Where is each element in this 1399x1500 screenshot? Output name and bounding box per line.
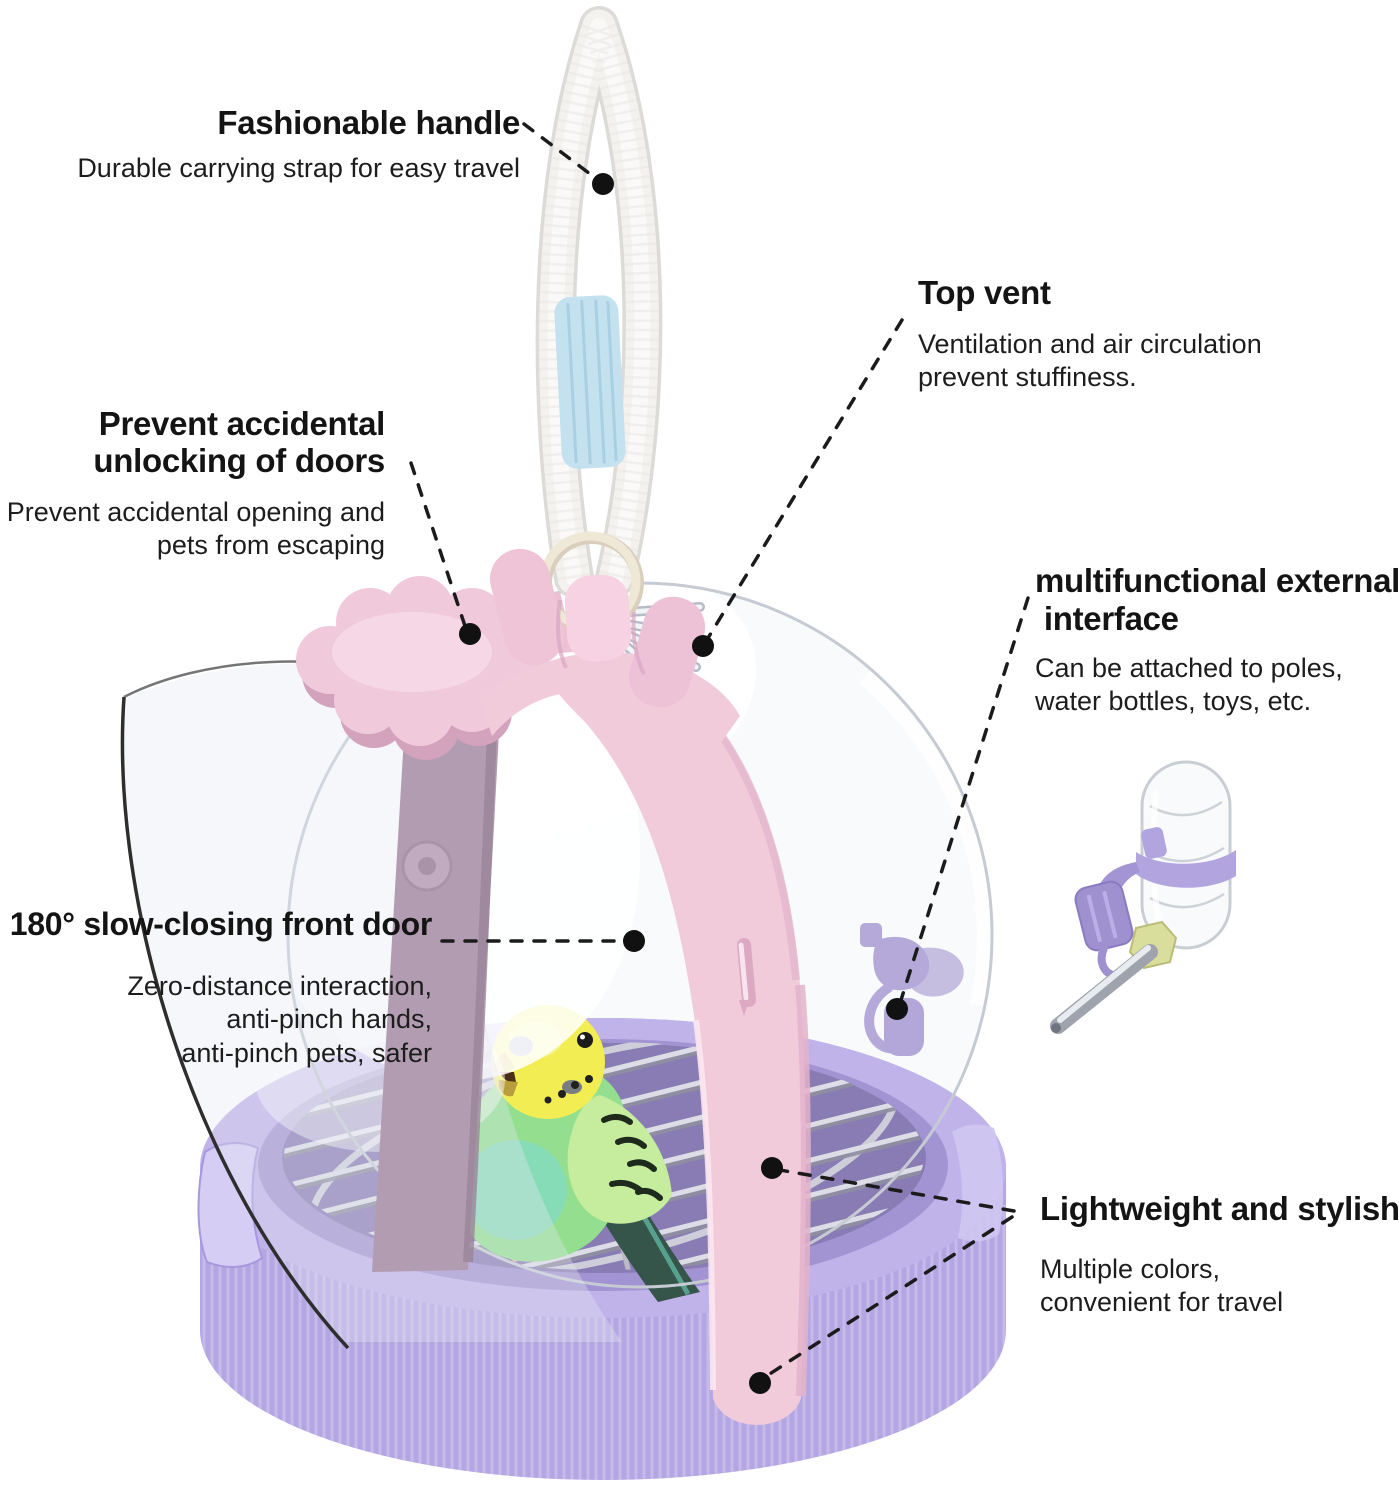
callout-handle-description: Durable carrying strap for easy travel bbox=[77, 152, 520, 183]
callout-lightweight-title: Lightweight and stylish bbox=[1040, 1190, 1399, 1227]
callout-door-lock: Prevent accidental unlocking of doors Pr… bbox=[0, 405, 386, 563]
callout-door-lock-description: Prevent accidental opening and pets from… bbox=[6, 496, 385, 561]
strap-slot bbox=[737, 938, 756, 1016]
callout-external-interface-title: multifunctional external interface bbox=[1035, 562, 1399, 637]
strap-top-hook bbox=[480, 548, 740, 762]
budgie-bird bbox=[454, 1005, 700, 1302]
callout-line-lightweight-upper bbox=[778, 1168, 1016, 1213]
callout-lightweight-description: Multiple colors, convenient for travel bbox=[1040, 1253, 1284, 1318]
callout-front-door: 180° slow-closing front door Zero-distan… bbox=[0, 906, 433, 1070]
callout-top-vent-description: Ventilation and air circulation prevent … bbox=[918, 328, 1262, 393]
base-handle-notch-right bbox=[952, 1124, 1004, 1242]
callout-dot-front-door bbox=[623, 930, 645, 952]
base-handle-notch-left bbox=[197, 1142, 264, 1268]
front-door-panel bbox=[120, 660, 622, 1350]
callout-front-door-title: 180° slow-closing front door bbox=[9, 906, 433, 942]
callout-external-interface-description: Can be attached to poles, water bottles,… bbox=[1035, 652, 1343, 717]
callout-line-handle bbox=[522, 122, 596, 179]
callout-line-lightweight-lower bbox=[763, 1215, 1014, 1379]
water-bottle-accessory bbox=[1050, 760, 1236, 1034]
callout-dot-lightweight-upper bbox=[761, 1157, 783, 1179]
callout-top-vent-title: Top vent bbox=[918, 274, 1051, 311]
callout-door-lock-title: Prevent accidental unlocking of doors bbox=[93, 405, 385, 479]
callout-lightweight: Lightweight and stylish Multiple colors,… bbox=[1040, 1190, 1399, 1320]
door-hinge-strap bbox=[372, 607, 548, 1272]
callout-line-interface bbox=[899, 596, 1030, 1002]
callout-lines bbox=[409, 122, 1030, 1379]
callout-dots bbox=[459, 173, 908, 1394]
callout-dot-interface bbox=[886, 998, 908, 1020]
callout-external-interface: multifunctional external interface Can b… bbox=[1035, 562, 1399, 719]
callout-front-door-description: Zero-distance interaction, anti-pinch ha… bbox=[127, 970, 432, 1068]
callout-dot-handle bbox=[592, 173, 614, 195]
callout-handle: Fashionable handle Durable carrying stra… bbox=[0, 104, 520, 185]
callout-handle-title: Fashionable handle bbox=[217, 104, 520, 141]
callout-line-door-lock bbox=[409, 461, 467, 628]
callout-line-top-vent bbox=[706, 318, 904, 640]
callout-dot-lightweight-lower bbox=[749, 1372, 771, 1394]
callout-dot-top-vent bbox=[692, 635, 714, 657]
carry-rope-handle bbox=[535, 0, 663, 598]
callout-dot-door-lock bbox=[459, 623, 481, 645]
callout-top-vent: Top vent Ventilation and air circulation… bbox=[918, 274, 1358, 395]
rope-sleeve bbox=[554, 295, 626, 469]
